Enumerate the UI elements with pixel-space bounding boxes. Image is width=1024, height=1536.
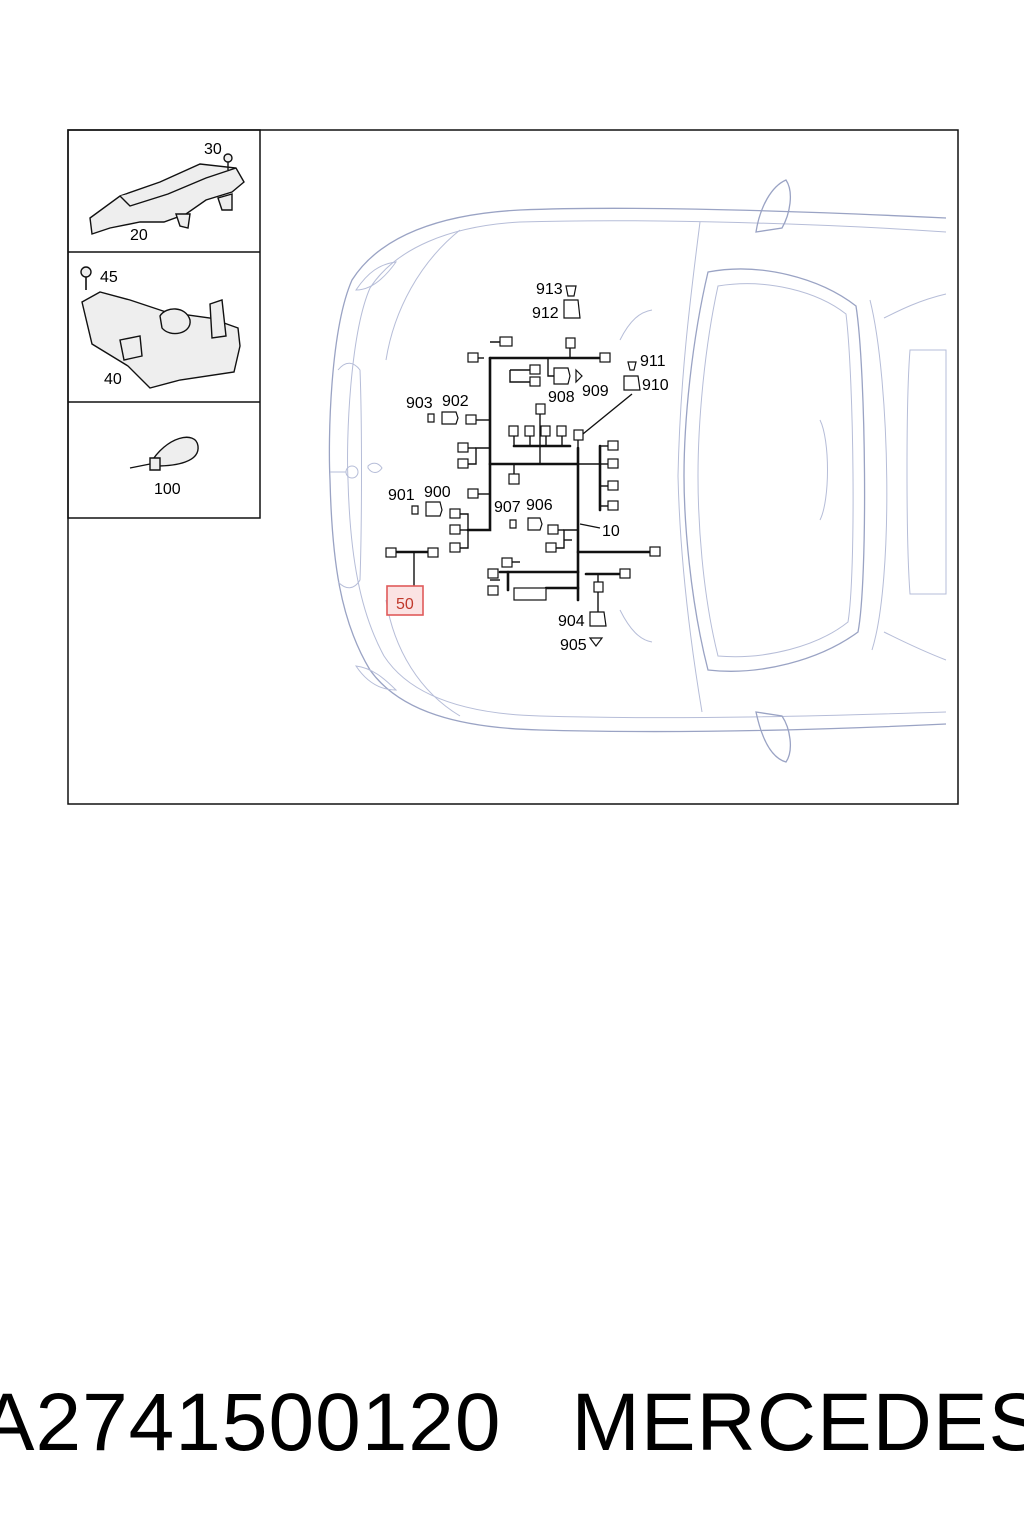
callout-913: 913 <box>536 281 563 298</box>
main-frame <box>67 129 959 805</box>
callout-50: 50 <box>396 596 414 613</box>
brand-name: MERCEDES <box>571 1377 1024 1468</box>
callout-10: 10 <box>602 523 620 540</box>
car-outline <box>328 179 947 763</box>
callout-912: 912 <box>532 305 559 322</box>
callout-30: 30 <box>204 141 222 158</box>
callout-901: 901 <box>388 487 415 504</box>
callout-906: 906 <box>526 497 553 514</box>
callout-904: 904 <box>558 613 585 630</box>
callout-909: 909 <box>582 383 609 400</box>
footer: A2741500120 MERCEDES <box>0 1368 1024 1478</box>
cable-tie-drawing <box>129 436 199 471</box>
inset-frame <box>67 129 261 519</box>
callout-907: 907 <box>494 499 521 516</box>
callout-910: 910 <box>642 377 669 394</box>
callout-902: 902 <box>442 393 469 410</box>
part-40-bracket-drawing <box>80 266 241 389</box>
callout-40: 40 <box>104 371 122 388</box>
callout-50-highlight-box <box>386 585 424 616</box>
callout-903: 903 <box>406 395 433 412</box>
callout-908: 908 <box>548 389 575 406</box>
callout-900: 900 <box>424 484 451 501</box>
wiring-harness-10 <box>385 285 661 647</box>
part-20-bracket-drawing <box>89 153 245 235</box>
part-number: A2741500120 <box>0 1377 502 1468</box>
callout-45: 45 <box>100 269 118 286</box>
callout-20: 20 <box>130 227 148 244</box>
callout-100: 100 <box>154 481 181 498</box>
callout-905: 905 <box>560 637 587 654</box>
callout-911: 911 <box>640 353 666 370</box>
